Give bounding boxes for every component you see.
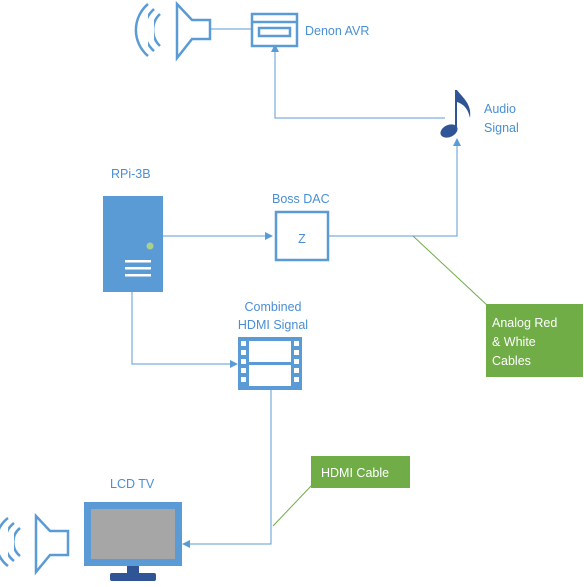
analog-cables-callout: Analog Red & White Cables xyxy=(486,304,583,377)
analog-callout-leader xyxy=(412,235,489,307)
speaker-icon xyxy=(0,512,70,576)
audio-signal-label-1: Audio xyxy=(484,102,516,116)
connectors xyxy=(131,28,461,548)
combined-label-2: HDMI Signal xyxy=(238,318,308,332)
denon-label: Denon AVR xyxy=(305,24,369,38)
audio-to-denon-connector xyxy=(274,45,445,119)
dac-label: Boss DAC xyxy=(272,192,330,206)
rpi-label: RPi-3B xyxy=(111,167,151,181)
audio-signal-label-2: Signal xyxy=(484,121,519,135)
dac-icon xyxy=(274,210,330,262)
music-note-icon xyxy=(440,90,471,138)
hdmi-callout-leader xyxy=(272,484,313,527)
receiver-icon xyxy=(250,12,299,48)
monitor-icon xyxy=(84,502,182,581)
lcd-label: LCD TV xyxy=(110,477,155,491)
hdmi-cable-callout: HDMI Cable xyxy=(311,456,410,488)
film-icon xyxy=(238,337,302,390)
analog-callout-line-3: Cables xyxy=(492,354,531,368)
combined-label-1: Combined xyxy=(245,300,302,314)
analog-callout-line-2: & White xyxy=(492,335,536,349)
analog-callout-line-1: Analog Red xyxy=(492,316,557,330)
speaker-icon xyxy=(134,0,212,62)
hdmi-callout-text: HDMI Cable xyxy=(321,466,389,480)
server-icon xyxy=(103,196,163,292)
dac-to-audio-connector xyxy=(328,140,458,237)
dac-symbol: Z xyxy=(298,232,306,246)
hdmi-to-tv-connector xyxy=(184,390,272,545)
rpi-to-hdmi-connector xyxy=(131,292,236,365)
